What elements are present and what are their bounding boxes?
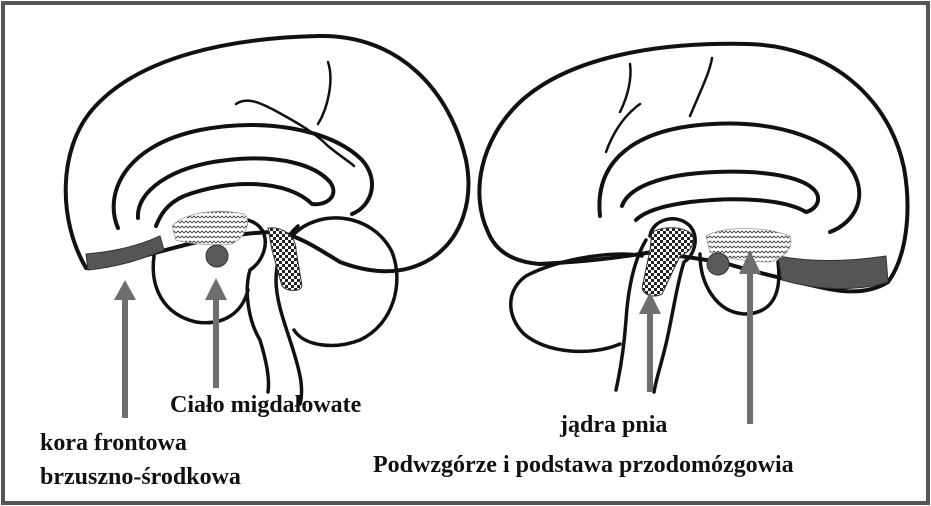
label-brainstem-nuclei: jądra pnia xyxy=(560,412,667,438)
right-amygdala xyxy=(707,253,729,275)
right-brain xyxy=(479,44,907,392)
label-cortex-line2: brzuszno-środkowa xyxy=(40,464,241,490)
right-ventromedial-cortex-region xyxy=(778,256,888,289)
right-corpus-callosum-inner xyxy=(622,172,818,220)
left-temporal-lobe xyxy=(153,256,248,323)
arrow-head-left-cortex xyxy=(114,280,136,300)
left-hypothalamus-region xyxy=(172,211,248,244)
left-cerebellum xyxy=(292,218,397,346)
label-amygdala: Ciało migdałowate xyxy=(170,392,361,418)
left-corpus-callosum-outer xyxy=(114,125,372,228)
arrow-head-amygdala xyxy=(205,278,227,300)
right-sulcus-3 xyxy=(620,64,631,112)
left-sulcus-2 xyxy=(318,62,330,124)
left-hemisphere-outline xyxy=(66,36,469,271)
label-cortex-line1: kora frontowa xyxy=(40,430,187,456)
right-brainstem xyxy=(616,240,646,390)
right-sulcus-2 xyxy=(690,58,712,116)
left-sulcus-1 xyxy=(236,101,354,166)
left-amygdala xyxy=(206,245,228,267)
right-cerebellum xyxy=(511,254,642,351)
label-hypothalamus: Podwzgórze i podstawa przodomózgowia xyxy=(373,452,794,478)
